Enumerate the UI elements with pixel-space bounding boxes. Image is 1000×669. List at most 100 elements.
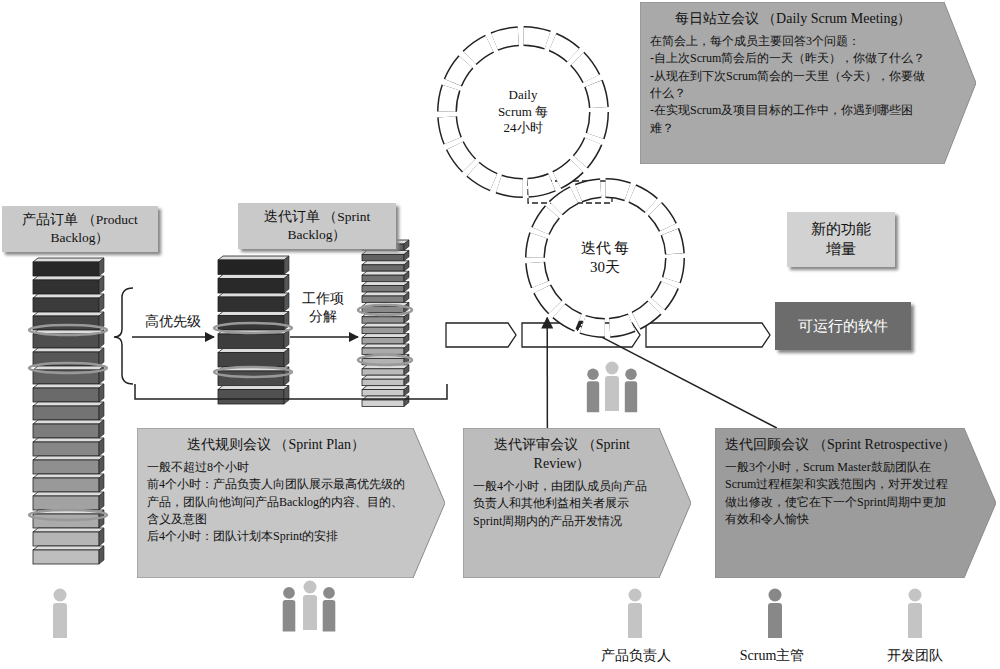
backlog-title: 迭代订单 （Sprint Backlog） <box>238 203 396 249</box>
stack-ring <box>214 367 292 377</box>
stack-block <box>33 492 104 496</box>
stack-block <box>362 292 409 296</box>
stack-block <box>33 474 104 478</box>
stack-block <box>362 379 404 385</box>
stack-block <box>362 375 409 379</box>
flow-label: 高优先级 <box>140 313 206 331</box>
circle-text: Daily Scrum 每24小时 <box>492 87 554 138</box>
stack-block <box>362 317 404 323</box>
node-heading: 迭代回顾会议 （Sprint Retrospective） <box>725 436 956 455</box>
stack-block <box>284 330 289 349</box>
stack-block <box>33 294 104 298</box>
stack-block <box>404 334 409 344</box>
node-heading: 新的功能 增量 <box>807 219 875 260</box>
stack-block <box>284 275 289 294</box>
stack-block <box>218 256 289 260</box>
node-body: 一般不超过8个小时 <box>147 459 405 476</box>
node-body: 后4个小时：团队计划本Sprint的安排 <box>147 528 405 545</box>
stack-block <box>362 265 404 271</box>
stack-block <box>99 276 104 294</box>
callout-fill <box>463 428 691 578</box>
node-body: -自上次Scrum简会后的一天（昨天），你做了什么？ <box>650 50 936 67</box>
bracket-line <box>135 384 447 399</box>
circle-text: 迭代 每30天 <box>575 239 635 278</box>
stack-block <box>404 386 409 396</box>
stack-block <box>33 438 104 442</box>
stack-block <box>99 384 104 402</box>
stack-block <box>33 496 99 510</box>
node-body: 一般3个小时，Scrum Master鼓励团队在Scrum过程框架和实践范围内，… <box>725 459 956 529</box>
callout-fill <box>137 428 445 578</box>
stack-block <box>362 323 409 327</box>
stack-block <box>362 344 409 348</box>
role-label: Scrum主管 <box>730 647 814 665</box>
stack-block <box>404 271 409 281</box>
stack-block <box>404 396 409 406</box>
stack-block <box>99 366 104 384</box>
callout-fill <box>640 2 976 164</box>
stack-block <box>33 546 104 550</box>
stack-block <box>362 250 409 254</box>
stack-block <box>362 254 404 260</box>
node-heading: 迭代评审会议 （Sprint Review） <box>473 436 651 474</box>
stack-ring <box>29 363 107 373</box>
stack-block <box>33 280 99 294</box>
callout-shape <box>640 2 976 164</box>
stack-block <box>362 390 404 396</box>
stack-block <box>362 400 404 406</box>
stack-ring <box>358 355 412 365</box>
meeting-callout: 迭代回顾会议 （Sprint Retrospective） 一般3个小时，Scru… <box>715 428 996 578</box>
flow-label: 工作项 分解 <box>298 290 348 325</box>
chevron-track <box>446 323 770 347</box>
stack-ring <box>29 325 107 335</box>
stack-block <box>218 386 289 390</box>
stack-block <box>218 371 284 386</box>
backlog-title: 产品订单 （Product Backlog） <box>2 206 158 252</box>
cycle-circle: 迭代 每30天 <box>520 175 690 341</box>
role-label: 产品负责人 <box>590 647 682 665</box>
stack-block <box>218 334 284 349</box>
stack-block <box>362 306 404 312</box>
stack-block <box>404 250 409 260</box>
ring-fill <box>535 188 675 328</box>
node-heading: 每日站立会议 （Daily Scrum Meeting） <box>650 10 936 29</box>
stack-block <box>99 492 104 510</box>
stack-block <box>33 258 104 262</box>
stack-block <box>218 275 289 279</box>
increment-box: 新的功能 增量 <box>787 212 895 267</box>
node-body: -在实现Scrum及项目目标的工作中，你遇到哪些困难？ <box>650 102 936 137</box>
ring-outline <box>535 188 675 328</box>
cycle-circle: Daily Scrum 每24小时 <box>437 26 609 198</box>
stack-block <box>218 390 284 405</box>
role-label: 开发团队 <box>873 647 957 665</box>
node-heading: Daily Scrum 每24小时 <box>492 87 554 138</box>
stack-block <box>362 338 404 344</box>
stack-block <box>99 438 104 456</box>
stack-block <box>218 312 289 316</box>
stack-block <box>218 349 289 353</box>
node-heading: 产品订单 （Product Backlog） <box>8 211 152 247</box>
stack-block <box>362 369 404 375</box>
stack-block <box>33 424 99 438</box>
node-heading: 迭代规则会议 （Sprint Plan） <box>147 436 405 455</box>
stack-ring <box>214 323 292 333</box>
stack-block <box>99 258 104 276</box>
node-heading: 可运行的软件 <box>783 316 903 336</box>
stack-block <box>33 528 104 532</box>
stack-block <box>99 528 104 546</box>
stack-block <box>404 323 409 333</box>
stack-block <box>33 456 104 460</box>
stack-block <box>33 298 99 312</box>
stack-block <box>33 312 104 316</box>
node-body: 在简会上，每个成员主要回答3个问题： <box>650 33 936 50</box>
node-body: 一般4个小时，由团队成员向产品负责人和其他利益相关者展示Sprint周期内的产品… <box>473 478 651 530</box>
bracket <box>114 288 133 384</box>
stack-block <box>33 384 104 388</box>
stack-block <box>99 546 104 564</box>
meeting-callout: 每日站立会议 （Daily Scrum Meeting） 在简会上，每个成员主要回… <box>640 2 976 164</box>
stack-block <box>284 312 289 331</box>
callout-fill <box>715 428 996 578</box>
stack-block <box>33 276 104 280</box>
stack-block <box>362 386 409 390</box>
stack-block <box>33 402 104 406</box>
